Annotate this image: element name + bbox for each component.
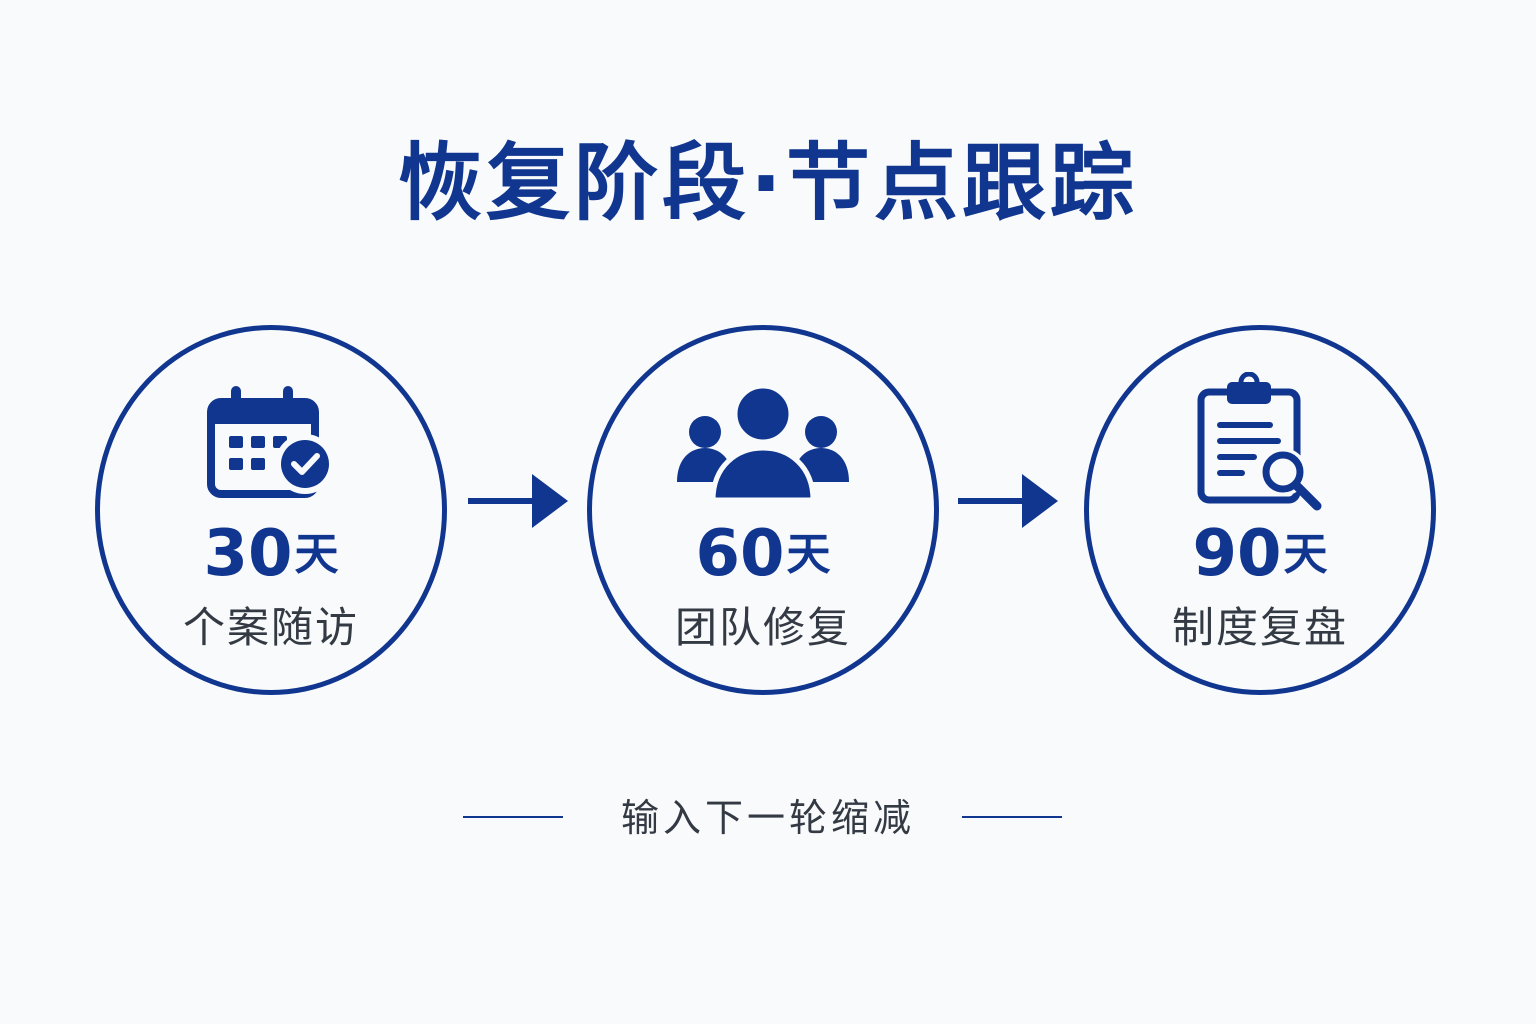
- footer-note: 输入下一轮缩减: [0, 790, 1536, 846]
- stage-label: 团队修复: [674, 603, 851, 652]
- footer-text: 输入下一轮缩减: [620, 796, 915, 840]
- stage-days: 60天: [695, 517, 831, 591]
- calendar-check-icon: [207, 386, 335, 498]
- stage-days: 30天: [203, 517, 339, 591]
- footer-divider-right: [962, 816, 1062, 818]
- stage-90-days: 90天 制度复盘: [1084, 325, 1436, 695]
- team-group-icon: [677, 386, 849, 502]
- arrow-right-icon: [958, 474, 1058, 528]
- stage-label: 制度复盘: [1171, 603, 1348, 652]
- footer-divider-left: [463, 816, 563, 818]
- clipboard-search-icon: [1197, 372, 1322, 511]
- stage-label: 个案随访: [182, 603, 359, 652]
- page-title: 恢复阶段·节点跟踪: [398, 134, 1138, 232]
- stage-days: 90天: [1192, 517, 1328, 591]
- stage-60-days: 60天 团队修复: [587, 325, 939, 695]
- stage-30-days: 30天 个案随访: [95, 325, 447, 695]
- arrow-right-icon: [468, 474, 568, 528]
